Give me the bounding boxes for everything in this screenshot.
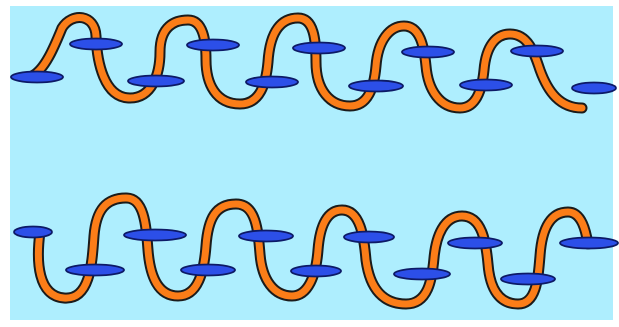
bottom-helix-disc-6 [290, 264, 342, 278]
bottom-helix-disc-1 [13, 225, 53, 239]
bottom-helix-disc-10 [500, 272, 556, 286]
top-helix-disc-4 [186, 38, 240, 52]
top-helix-disc-7 [348, 79, 404, 93]
bottom-helix-disc-5 [238, 229, 294, 243]
top-helix-disc-9 [459, 78, 513, 92]
top-helix-disc-3 [127, 74, 185, 88]
top-helix-disc-5 [245, 75, 299, 89]
top-helix-disc-1 [10, 70, 64, 84]
bottom-helix-coil [34, 194, 592, 308]
bottom-helix-disc-7 [343, 230, 395, 244]
top-helix-disc-6 [292, 41, 346, 55]
top-helix-disc-10 [510, 44, 564, 58]
top-helix-coil [28, 14, 586, 112]
bottom-helix-disc-8 [393, 267, 451, 281]
top-helix-disc-11 [571, 81, 617, 95]
bottom-helix [13, 192, 619, 310]
top-helix-disc-2 [69, 37, 123, 51]
bottom-helix-disc-3 [123, 228, 187, 242]
top-helix [10, 12, 617, 114]
top-helix-disc-8 [401, 45, 455, 59]
bottom-helix-disc-9 [447, 236, 503, 250]
bottom-helix-disc-4 [180, 263, 236, 277]
bottom-helix-disc-2 [65, 263, 125, 277]
bottom-helix-disc-11 [559, 236, 619, 250]
